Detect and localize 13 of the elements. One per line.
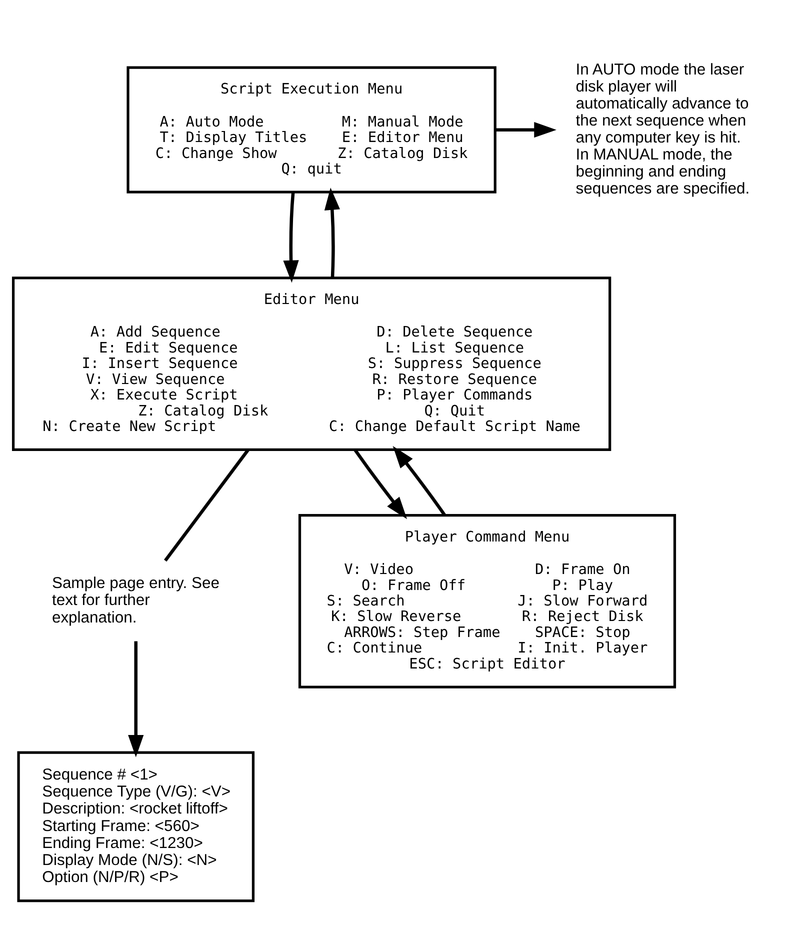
connector	[164, 448, 250, 562]
node-box: Editor Menu A: Add Sequence D: Delete Sequence E: Edit Sequence L: List Sequence I: Insert Sequence S: Suppress Sequence V: View Sequence R: Restore Sequence X: Execute Script P: Player Commands Z: Catalog Disk Q: Quit N: Create New Script C: Change Default Script Name	[12, 276, 612, 452]
arrow	[128, 641, 144, 758]
node-text: Sample page entry. See text for further explanation.	[52, 575, 220, 626]
node-box: Sequence # <1> Sequence Type (V/G): <V> Description: <rocket liftoff> Starting Frame: <560> Ending Frame: <1230> Display Mode (N/S): <N> Option (N/P/R) <P>	[17, 751, 255, 902]
node-box: Player Command Menu V: Video D: Frame On O: Frame Off P: Play S: Search J: Slow Forward K: Slow Reverse R: Reject Disk ARROWS: Step Frame SPACE: Stop C: Continue I: Init. Player ESC: Script Editor	[298, 514, 676, 688]
arrow	[495, 122, 556, 138]
node-text: In AUTO mode the laser disk player will automatically advance to the next sequence when any computer key is hit. In MANUAL mode, the beginning and ending sequences are specified.	[576, 61, 750, 198]
arrow	[283, 192, 299, 283]
arrow	[324, 188, 340, 278]
arrow	[392, 446, 446, 516]
node-box: Script Execution Menu A: Auto Mode M: Manual Mode T: Display Titles E: Editor Menu C: Change Show Z: Catalog Disk Q: quit	[126, 66, 496, 194]
arrow	[354, 448, 408, 520]
